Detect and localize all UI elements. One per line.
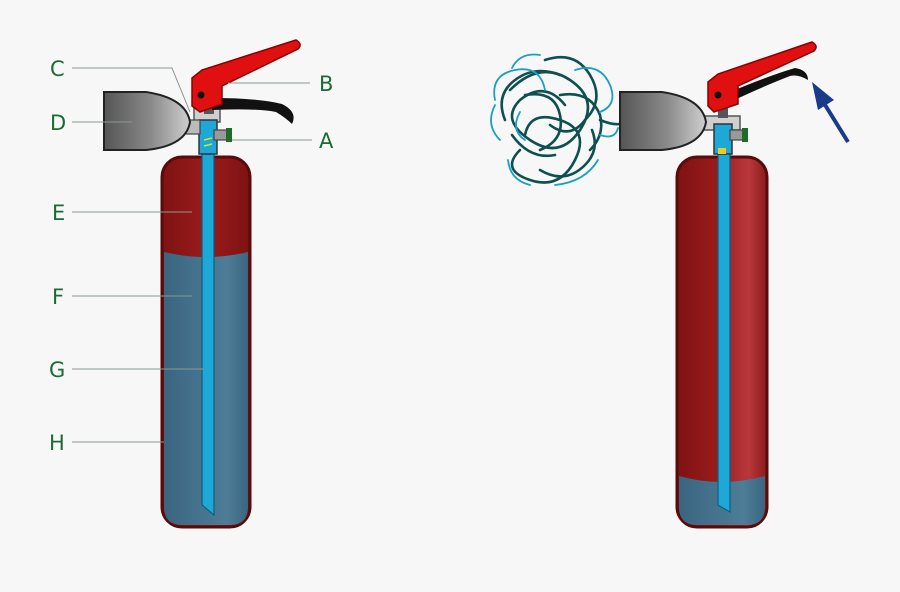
label-b: B bbox=[319, 72, 333, 96]
part-labels: C D E F G H B A bbox=[49, 57, 334, 455]
label-g: G bbox=[49, 358, 65, 382]
valve-right bbox=[703, 104, 748, 155]
discharge-horn-left bbox=[103, 91, 192, 151]
operating-lever-left bbox=[191, 39, 301, 113]
discharge-horn-right bbox=[619, 91, 708, 151]
safety-pin-right bbox=[742, 128, 748, 142]
operating-lever-right bbox=[707, 41, 817, 113]
label-h: H bbox=[49, 431, 65, 455]
label-f: F bbox=[52, 285, 64, 309]
label-c: C bbox=[50, 57, 65, 81]
extinguisher-right bbox=[490, 41, 850, 529]
spray-cloud-icon bbox=[490, 53, 622, 186]
carrying-handle-right bbox=[730, 68, 808, 102]
siphon-tube-left bbox=[201, 149, 215, 517]
safety-pin-left bbox=[226, 128, 232, 142]
siphon-tube-right bbox=[717, 149, 731, 514]
leader-c bbox=[72, 67, 191, 113]
label-a: A bbox=[319, 129, 334, 153]
label-d: D bbox=[50, 111, 66, 135]
carrying-handle-left bbox=[212, 98, 294, 124]
extinguisher-left bbox=[103, 39, 301, 529]
label-e: E bbox=[52, 201, 65, 225]
leader-lines bbox=[72, 67, 312, 443]
arrow-up-left-icon bbox=[812, 82, 850, 144]
